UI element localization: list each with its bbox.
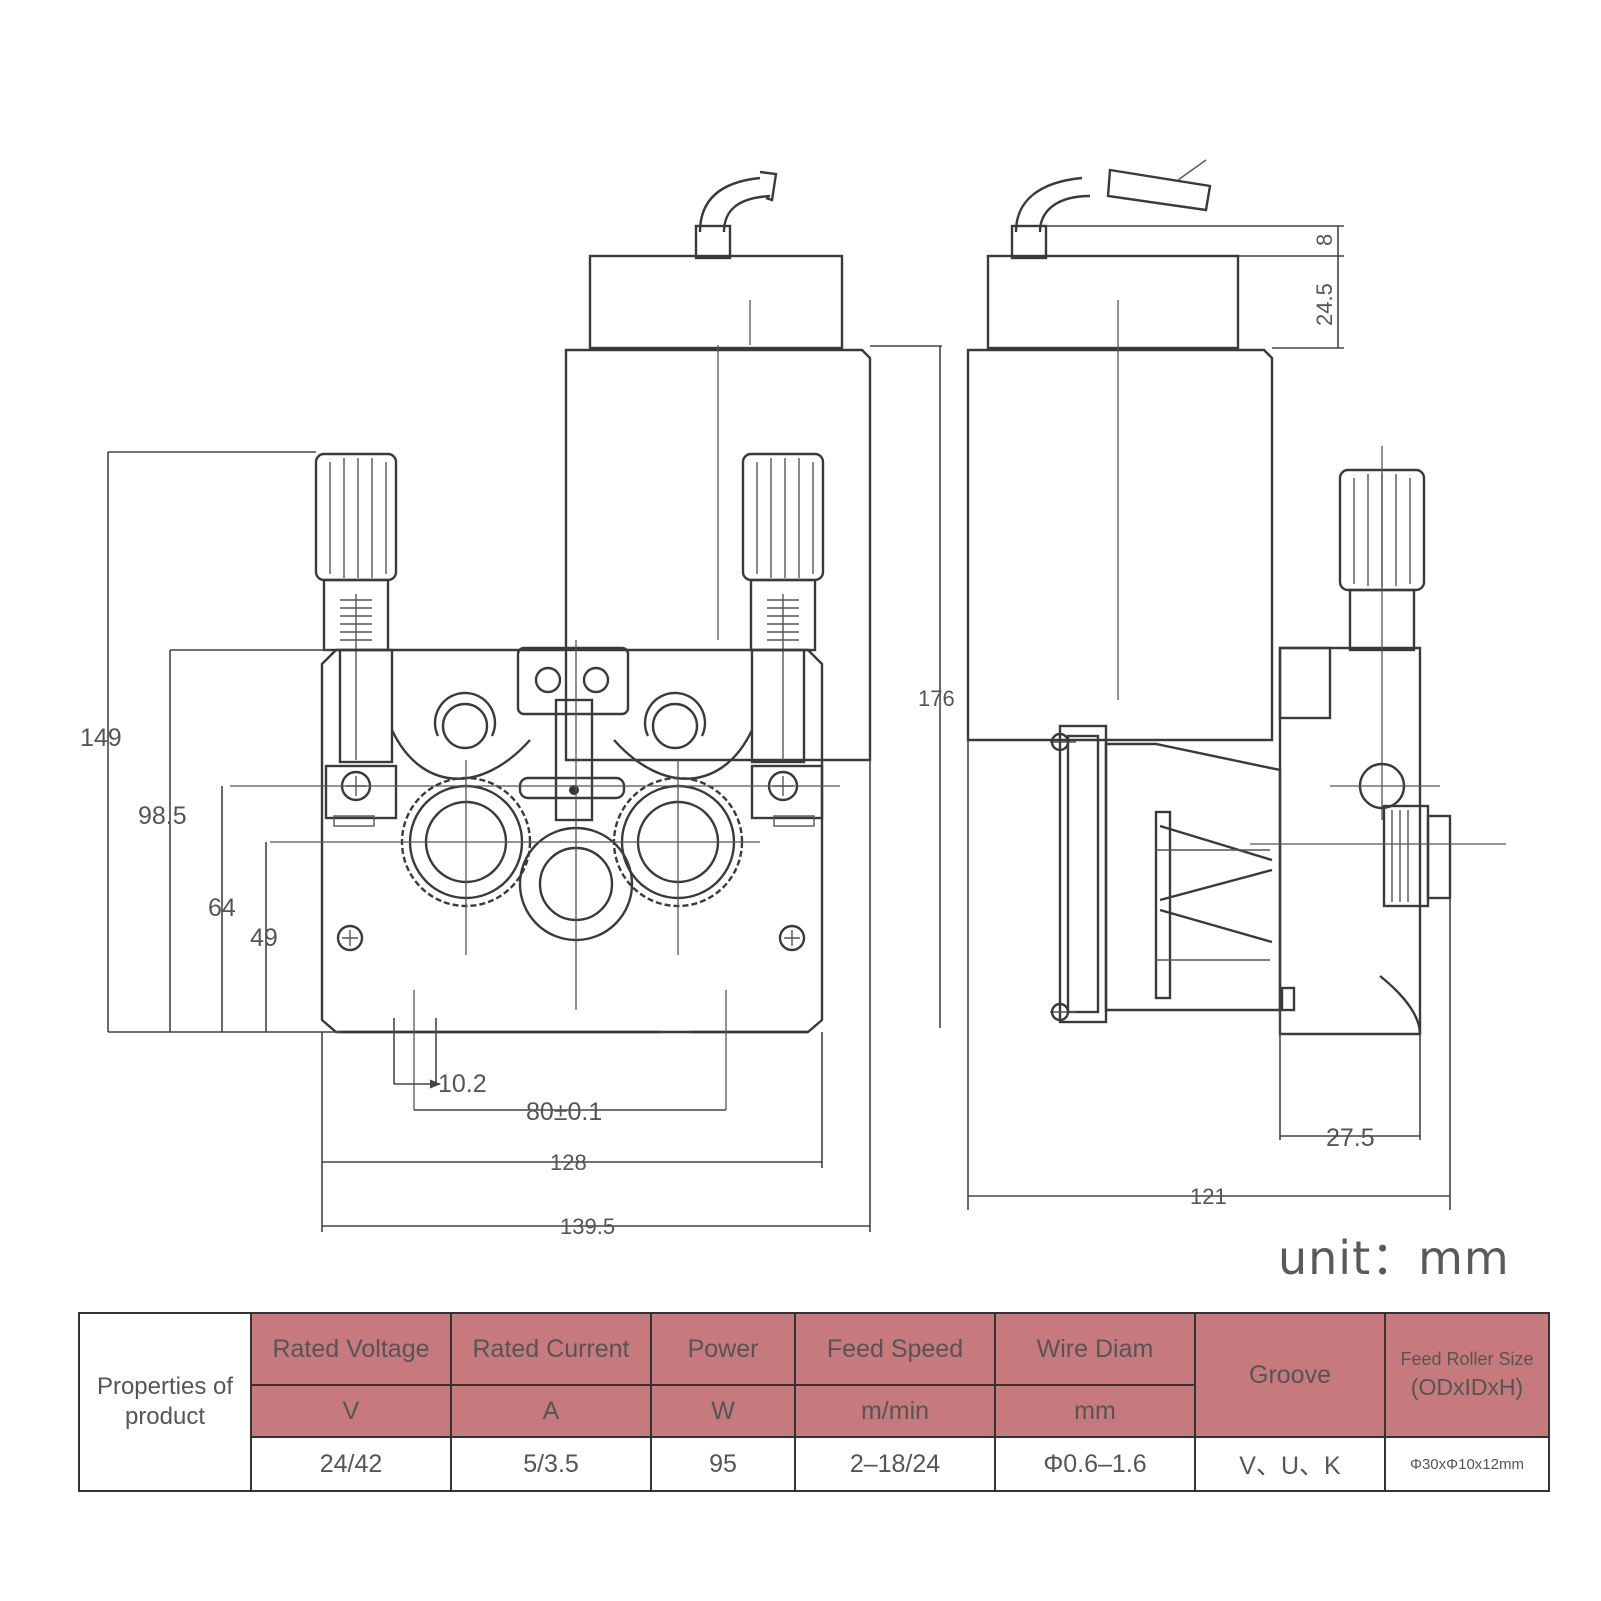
col-feed-speed: Feed Speed — [794, 1312, 996, 1386]
dim-139-5: 139.5 — [560, 1214, 615, 1239]
dim-80: 80±0.1 — [526, 1098, 602, 1126]
dim-24-5: 24.5 — [1312, 283, 1337, 326]
value-feed-speed: 2–18/24 — [794, 1436, 996, 1492]
value-voltage: 24/42 — [250, 1436, 452, 1492]
roller-size-label: Feed Roller Size — [1400, 1349, 1534, 1370]
dim-64: 64 — [208, 894, 236, 922]
dim-49: 49 — [250, 924, 278, 952]
unit-wire-diam: mm — [994, 1384, 1196, 1438]
value-wire-diam: Φ0.6–1.6 — [994, 1436, 1196, 1492]
dim-149: 149 — [80, 724, 122, 752]
front-view: 149 98.5 64 49 10.2 80±0.1 128 139.5 176 — [80, 170, 955, 1239]
col-feed-roller-size: Feed Roller Size (ODxIDxH) — [1384, 1312, 1550, 1438]
dim-128: 128 — [550, 1150, 587, 1175]
row-header-properties: Properties of product — [78, 1312, 252, 1492]
dim-98-5: 98.5 — [138, 802, 187, 830]
dim-10-2: 10.2 — [438, 1070, 487, 1098]
value-roller-size: Φ30xΦ10x12mm — [1384, 1436, 1550, 1492]
col-wire-diam: Wire Diam — [994, 1312, 1196, 1386]
unit-label: unit：mm — [1278, 1231, 1510, 1285]
roller-size-unit: (ODxIDxH) — [1410, 1373, 1524, 1400]
col-rated-current: Rated Current — [450, 1312, 652, 1386]
unit-feed-speed: m/min — [794, 1384, 996, 1438]
col-rated-voltage: Rated Voltage — [250, 1312, 452, 1386]
side-view: 8 24.5 — [966, 159, 1506, 1210]
properties-table: Properties of product Rated Voltage Rate… — [78, 1312, 1550, 1492]
dim-176: 176 — [918, 686, 955, 711]
value-power: 95 — [650, 1436, 796, 1492]
value-groove: V、U、K — [1194, 1436, 1386, 1492]
dim-8: 8 — [1312, 234, 1337, 246]
unit-voltage: V — [250, 1384, 452, 1438]
col-groove: Groove — [1194, 1312, 1386, 1438]
unit-current: A — [450, 1384, 652, 1438]
dim-121: 121 — [1190, 1184, 1227, 1209]
value-current: 5/3.5 — [450, 1436, 652, 1492]
col-power: Power — [650, 1312, 796, 1386]
dim-27-5: 27.5 — [1326, 1124, 1375, 1152]
unit-power: W — [650, 1384, 796, 1438]
